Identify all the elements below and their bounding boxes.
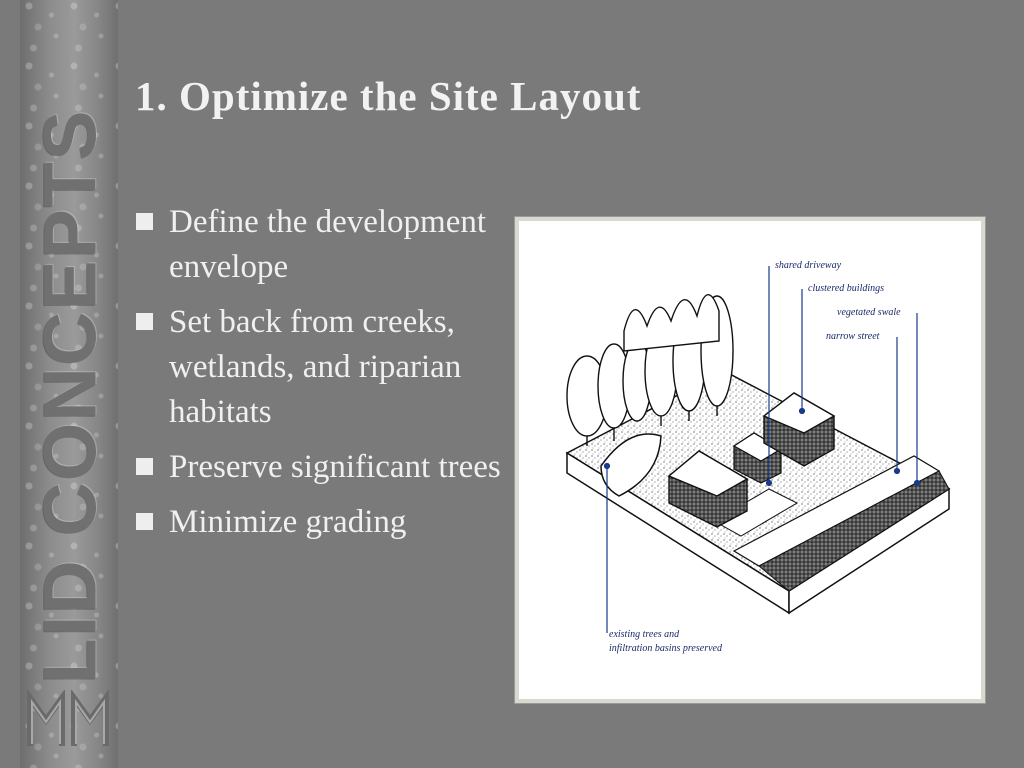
label-vegetated-swale: vegetated swale xyxy=(837,307,901,318)
label-shared-driveway: shared driveway xyxy=(775,260,842,271)
bullet-item: Preserve significant trees xyxy=(134,445,504,490)
bullet-item: Set back from creeks, wetlands, and ripa… xyxy=(134,300,504,435)
square-bullet-icon xyxy=(136,313,153,330)
label-narrow-street: narrow street xyxy=(826,331,880,342)
site-sketch: shared driveway clustered buildings vege… xyxy=(565,260,951,654)
vegetated-swale xyxy=(758,470,950,592)
square-bullet-icon xyxy=(136,213,153,230)
bullet-text: Preserve significant trees xyxy=(169,449,501,485)
bullet-item: Define the development envelope xyxy=(134,200,504,290)
bullet-text: Define the development envelope xyxy=(169,204,487,285)
bullet-text: Set back from creeks, wetlands, and ripa… xyxy=(169,304,462,430)
shared-driveway xyxy=(712,488,799,537)
slide-title: 1. Optimize the Site Layout xyxy=(135,73,642,119)
bullet-item: Minimize grading xyxy=(134,500,504,545)
building-right xyxy=(762,392,836,467)
label-existing-trees: existing trees and xyxy=(609,629,680,640)
label-clustered-buildings: clustered buildings xyxy=(808,283,884,294)
vertical-section-title: LID CONCEPTS xyxy=(28,108,112,684)
building-left xyxy=(667,450,749,528)
bullet-text: Minimize grading xyxy=(169,504,407,540)
logo-icon xyxy=(27,690,109,746)
bullet-list: Define the development envelope Set back… xyxy=(134,200,504,555)
square-bullet-icon xyxy=(136,513,153,530)
site-layout-illustration: shared driveway clustered buildings vege… xyxy=(515,217,985,703)
tree-cluster xyxy=(566,294,734,446)
infiltration-basin xyxy=(600,433,662,497)
label-infiltration-basins: infiltration basins preserved xyxy=(609,643,723,654)
square-bullet-icon xyxy=(136,458,153,475)
side-texture-strip xyxy=(20,0,118,768)
